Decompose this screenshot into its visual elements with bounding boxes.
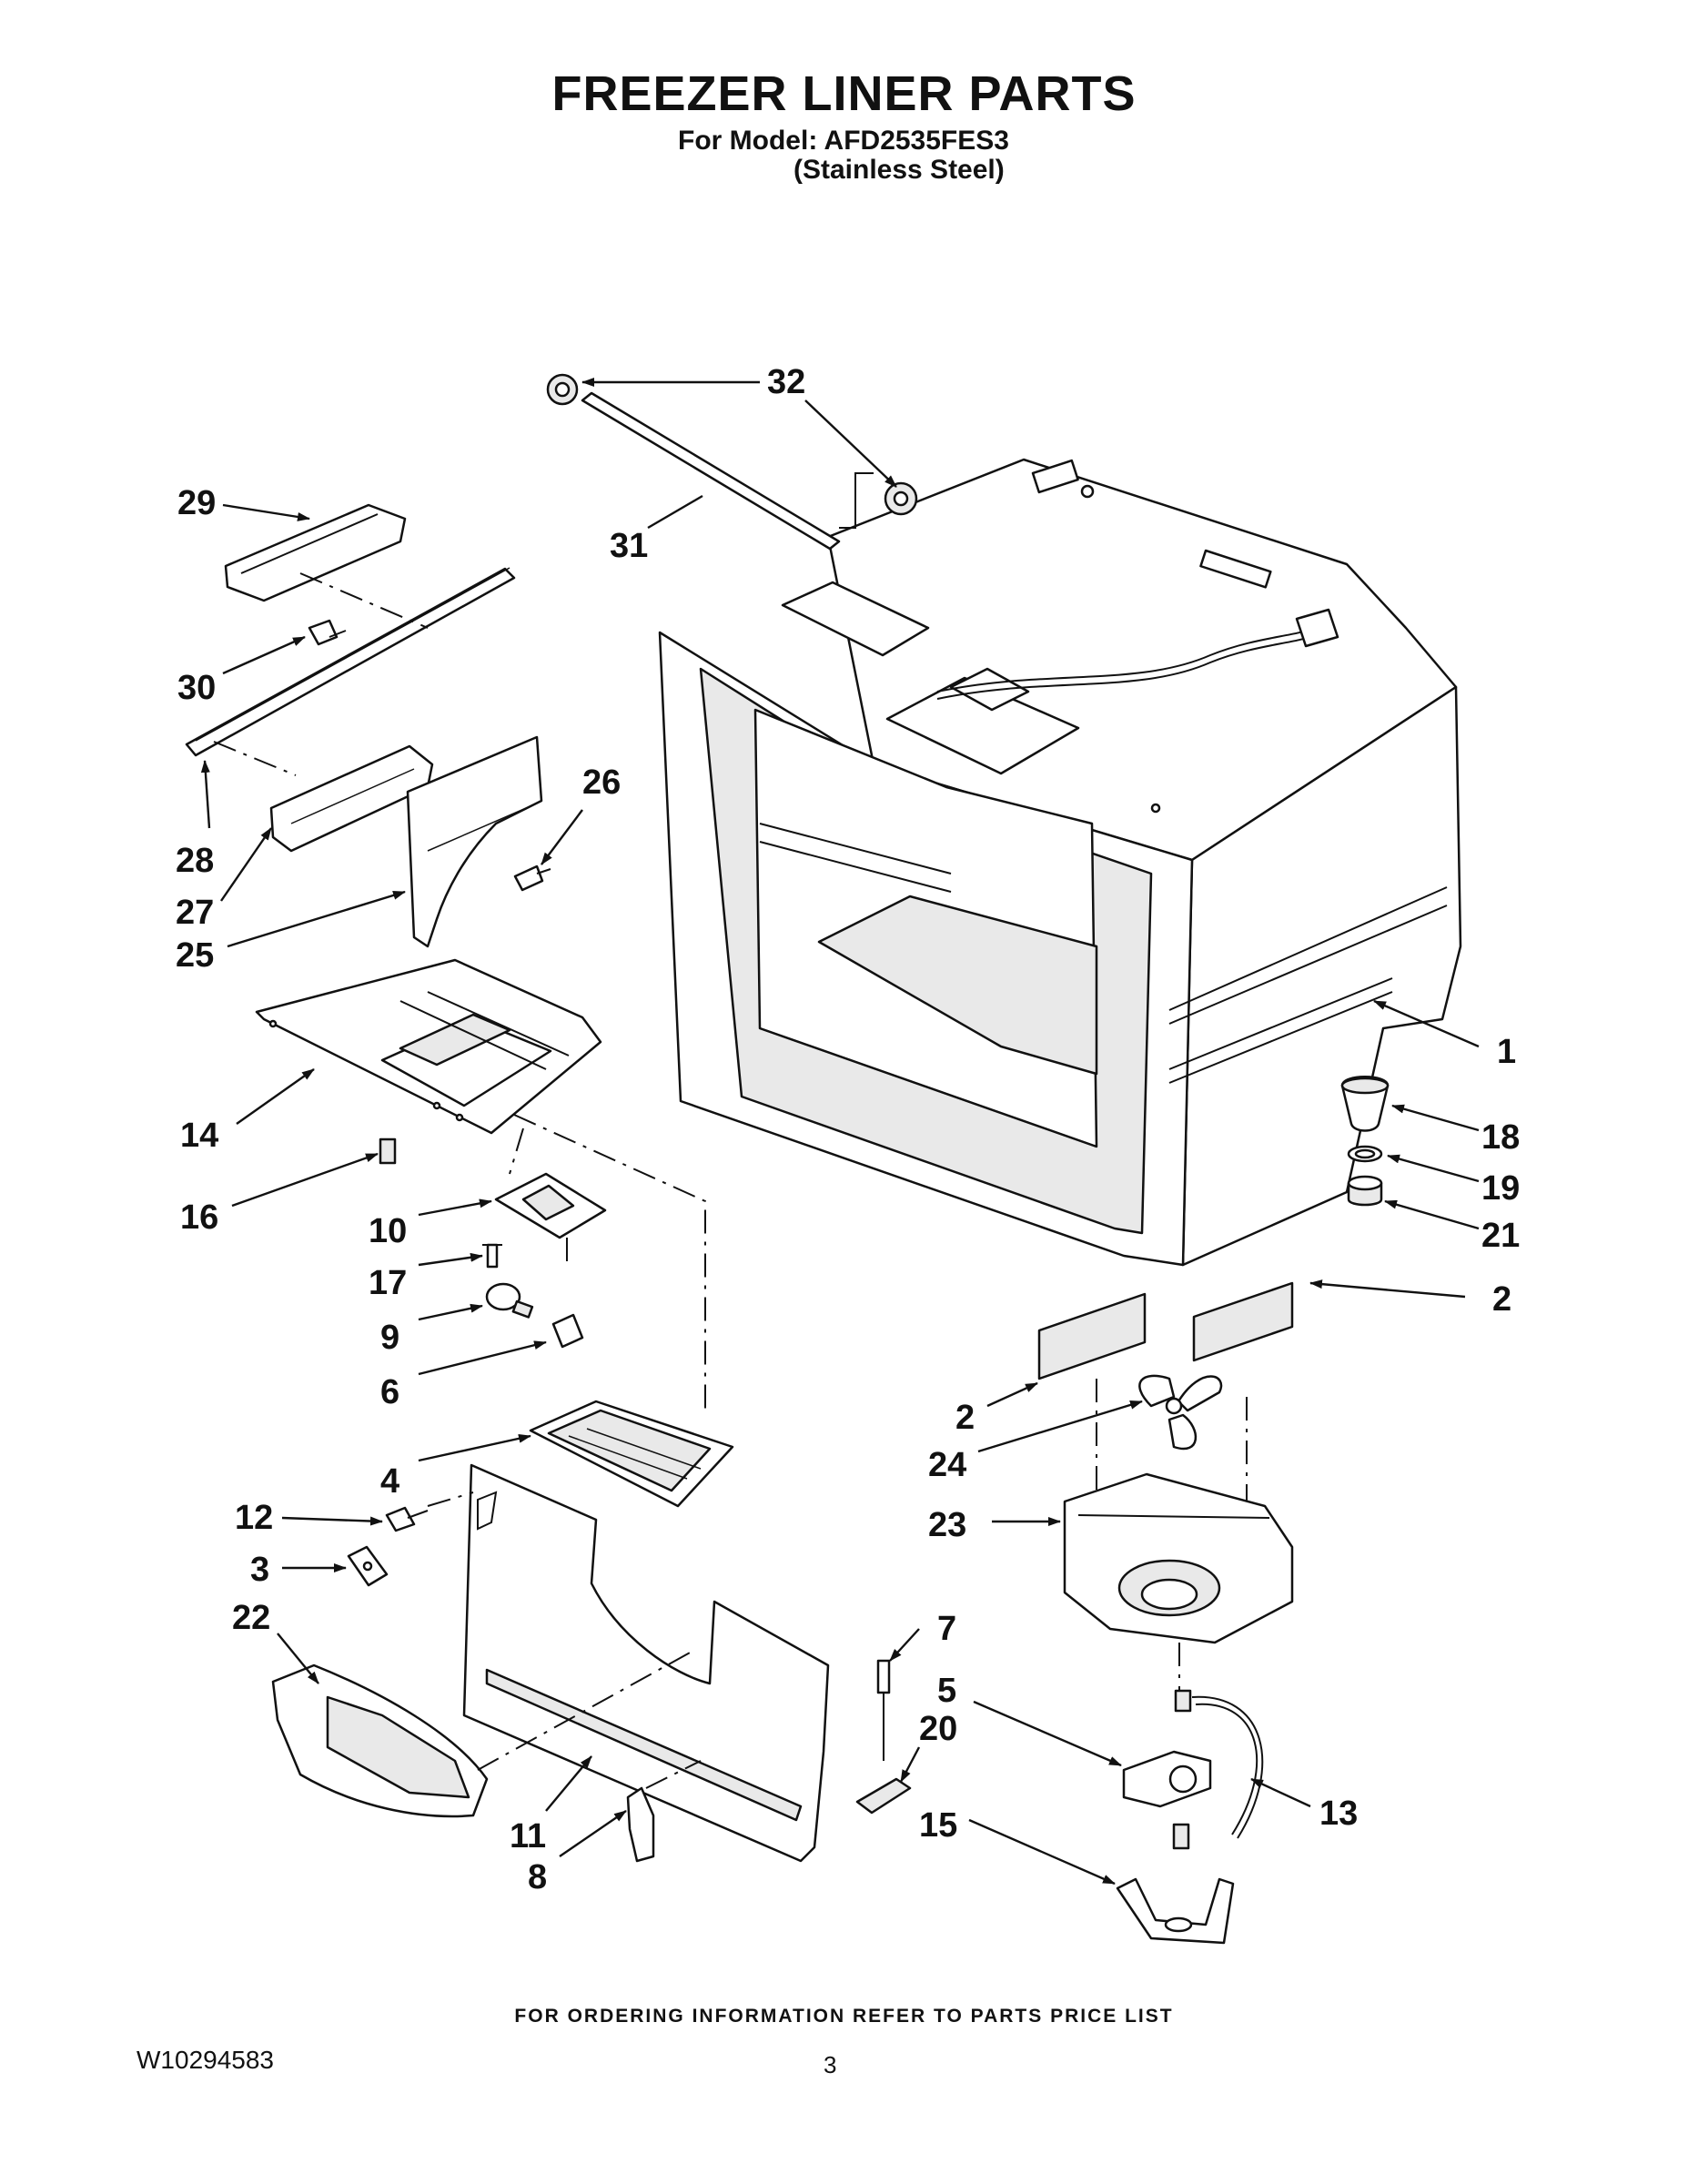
part-10-lamp-housing [494,1172,607,1239]
callout-32: 32 [767,363,805,401]
callout-11: 11 [510,1817,546,1855]
callout-28: 28 [176,842,214,880]
part-2-pad-left [1037,1292,1147,1380]
callout-1: 1 [1497,1033,1516,1071]
callout-17: 17 [369,1264,407,1302]
callout-3: 3 [250,1551,269,1589]
part-17-screw [482,1243,502,1269]
part-31-shaft [581,391,841,551]
part-7-probe [876,1659,891,1761]
callout-26: 26 [582,763,621,802]
part-23-fan-shroud [1063,1472,1294,1644]
part-20-strip [855,1777,912,1815]
callout-22: 22 [232,1599,270,1637]
leader-lines [200,378,1480,1886]
ordering-note: FOR ORDERING INFORMATION REFER TO PARTS … [514,2006,1174,2027]
callout-13: 13 [1319,1795,1358,1833]
part-1-freezer-liner [658,458,1462,1267]
callout-8: 8 [528,1858,547,1896]
callout-15: 15 [919,1806,957,1845]
callout-16: 16 [180,1198,218,1237]
callout-14: 14 [180,1117,218,1155]
part-32-gear-left [546,373,579,406]
callout-labels: 32 31 29 30 28 27 26 25 14 16 10 17 9 6 … [176,363,1520,1896]
part-6-socket [551,1313,584,1349]
callout-30: 30 [177,669,216,707]
callout-23: 23 [928,1506,966,1544]
model-line: For Model: AFD2535FES3 [678,126,1009,156]
callout-21: 21 [1481,1217,1520,1255]
part-13-wire [1191,1695,1264,1839]
document-number: W10294583 [136,2046,275,2074]
callout-20: 20 [919,1710,957,1748]
part-19-washer [1347,1145,1383,1163]
part-2-pad-right [1192,1281,1294,1362]
callout-19: 19 [1481,1169,1520,1208]
callout-29: 29 [177,484,216,522]
callout-18: 18 [1481,1118,1520,1157]
callout-9: 9 [380,1319,399,1357]
callout-27: 27 [176,894,214,932]
callout-5: 5 [937,1672,956,1710]
callout-6: 6 [380,1373,399,1411]
part-3-bracket [347,1545,389,1587]
callout-12: 12 [235,1499,273,1537]
callout-31: 31 [610,527,648,565]
part-30-screw [308,619,347,646]
finish-line: (Stainless Steel) [793,155,1005,185]
part-26-screw [513,864,551,892]
part-16-switch [379,1138,397,1165]
part-18-drain-cup [1340,1076,1390,1132]
callout-2-right: 2 [1492,1280,1511,1319]
callout-4: 4 [380,1462,399,1501]
part-25-side-bracket [406,735,543,948]
callout-24: 24 [928,1446,966,1484]
part-8-clip [626,1786,655,1863]
part-15-motor-bracket [1116,1823,1235,1945]
part-22-grille [271,1663,489,1818]
part-5-fan-motor [1122,1689,1212,1808]
part-21-grommet [1347,1175,1383,1207]
part-9-bulb [485,1282,534,1319]
part-11-evaporator-cover [462,1463,830,1863]
part-14-tray-housing [255,958,602,1135]
part-29-bracket [224,503,407,602]
part-28-rail [185,567,516,757]
page-title: FREEZER LINER PARTS [551,66,1137,121]
callout-25: 25 [176,936,214,975]
callout-7: 7 [937,1610,956,1648]
part-4-lamp-lens [529,1400,734,1508]
callout-10: 10 [369,1212,407,1250]
part-24-fan-blade [1138,1374,1223,1451]
part-32-gear-right [884,481,918,516]
page-number: 3 [824,2051,837,2078]
callout-2-left: 2 [955,1399,975,1437]
part-12-screw [385,1506,429,1532]
